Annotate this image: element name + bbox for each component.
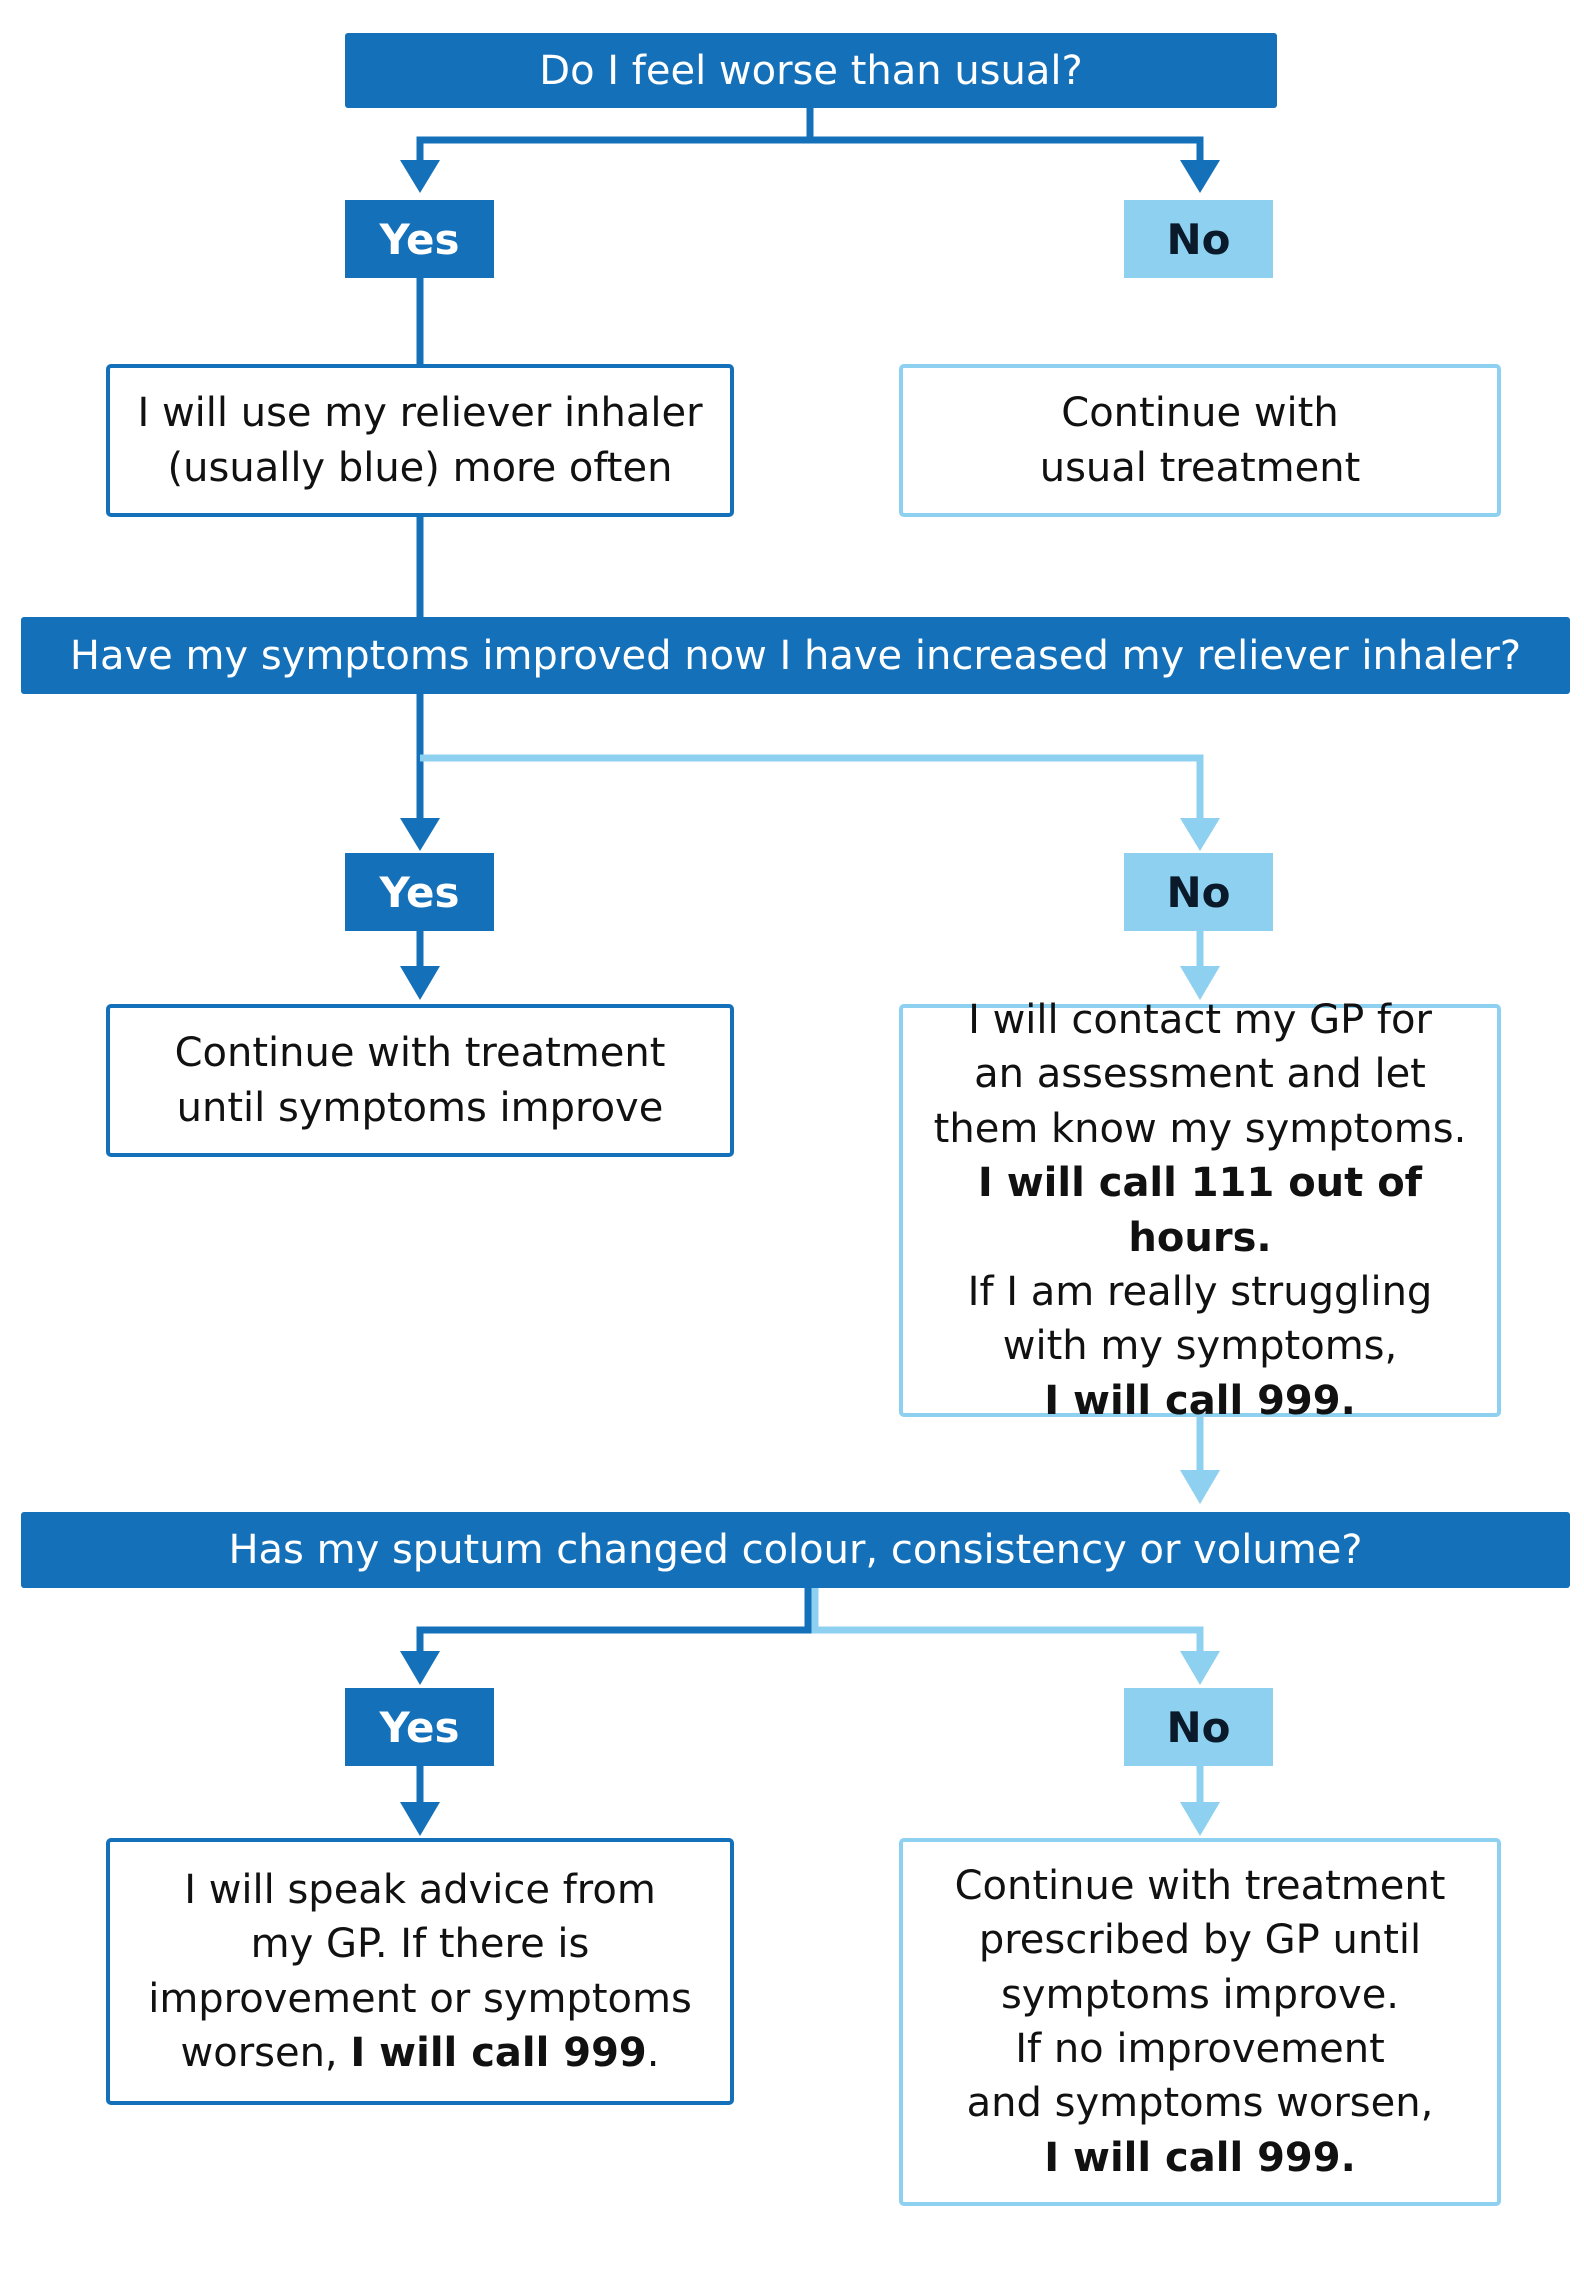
- box-line: I will speak advice from: [184, 1866, 656, 1913]
- box-text-bold: I will call 999: [350, 2029, 647, 2076]
- connector-q1-yes: [416, 108, 814, 172]
- connector-q3-no: [811, 1588, 1204, 1657]
- continue-prescribed-box: Continue with treatment prescribed by GP…: [899, 1838, 1501, 2206]
- box-line: until symptoms improve: [176, 1084, 664, 1131]
- box-line: Continue with treatment: [954, 1862, 1446, 1909]
- no-label-1: No: [1124, 200, 1273, 278]
- box-line: I will use my reliever inhaler: [137, 390, 703, 437]
- box-line: with my symptoms,: [1002, 1323, 1398, 1370]
- arrowhead-q3-yes: [400, 1651, 440, 1685]
- reliever-inhaler-box: I will use my reliever inhaler (usually …: [106, 364, 734, 517]
- box-line: usual treatment: [1039, 444, 1361, 491]
- box-line-bold: I will call 999.: [1044, 1377, 1356, 1424]
- arrowhead-no2box-q3: [1180, 1470, 1220, 1504]
- speak-advice-box: I will speak advice from my GP. If there…: [106, 1838, 734, 2105]
- box-line: If no improvement: [1015, 2026, 1385, 2072]
- arrowhead-no2-box: [1180, 966, 1220, 1000]
- question-1: Do I feel worse than usual?: [345, 33, 1277, 108]
- box-line: an assessment and let: [974, 1051, 1426, 1098]
- arrowhead-q2-no: [1180, 818, 1220, 851]
- no-label-3: No: [1124, 1688, 1273, 1766]
- arrowhead-q3-no: [1180, 1651, 1220, 1685]
- box-line: Continue with treatment: [174, 1030, 666, 1077]
- question-2: Have my symptoms improved now I have inc…: [21, 617, 1570, 694]
- yes-label-2: Yes: [345, 853, 494, 931]
- no-label-2: No: [1124, 853, 1273, 931]
- arrowhead-no3-box: [1180, 1802, 1220, 1836]
- box-line: If I am really struggling: [967, 1268, 1433, 1315]
- box-text: worsen,: [180, 2029, 351, 2076]
- box-line: them know my symptoms.: [933, 1105, 1467, 1152]
- usual-treatment-box: Continue with usual treatment: [899, 364, 1501, 517]
- box-line: I will contact my GP for: [968, 996, 1432, 1043]
- arrowhead-q1-yes: [400, 160, 440, 193]
- yes-label-3: Yes: [345, 1688, 494, 1766]
- connector-q2-no: [420, 754, 1204, 822]
- box-line: worsen, I will call 999.: [148, 2026, 692, 2080]
- box-line: Continue with: [1061, 390, 1339, 437]
- question-3: Has my sputum changed colour, consistenc…: [21, 1512, 1570, 1588]
- box-line: and symptoms worsen,: [966, 2080, 1434, 2127]
- box-line: (usually blue) more often: [167, 444, 673, 491]
- arrowhead-yes2-box: [400, 966, 440, 1000]
- arrowhead-q2-yes: [400, 818, 440, 851]
- box-line: prescribed by GP until: [978, 1917, 1422, 1964]
- arrowhead-yes3-box: [400, 1802, 440, 1836]
- arrowhead-q1-no: [1180, 160, 1220, 193]
- box-line: my GP. If there is: [250, 1921, 590, 1968]
- box-line: improvement or symptoms: [148, 1975, 692, 2022]
- connector-q1-no: [810, 136, 1204, 172]
- contact-gp-box: I will contact my GP for an assessment a…: [899, 997, 1501, 1424]
- box-line-bold: I will call 111 out of hours.: [977, 1160, 1423, 1261]
- yes-label-1: Yes: [345, 200, 494, 278]
- box-line-bold: I will call 999.: [1044, 2134, 1356, 2181]
- continue-treatment-box: Continue with treatment until symptoms i…: [106, 1004, 734, 1157]
- connector-q3-yes: [416, 1588, 812, 1657]
- box-line: symptoms improve.: [1000, 1971, 1400, 2018]
- box-text: .: [646, 2029, 660, 2076]
